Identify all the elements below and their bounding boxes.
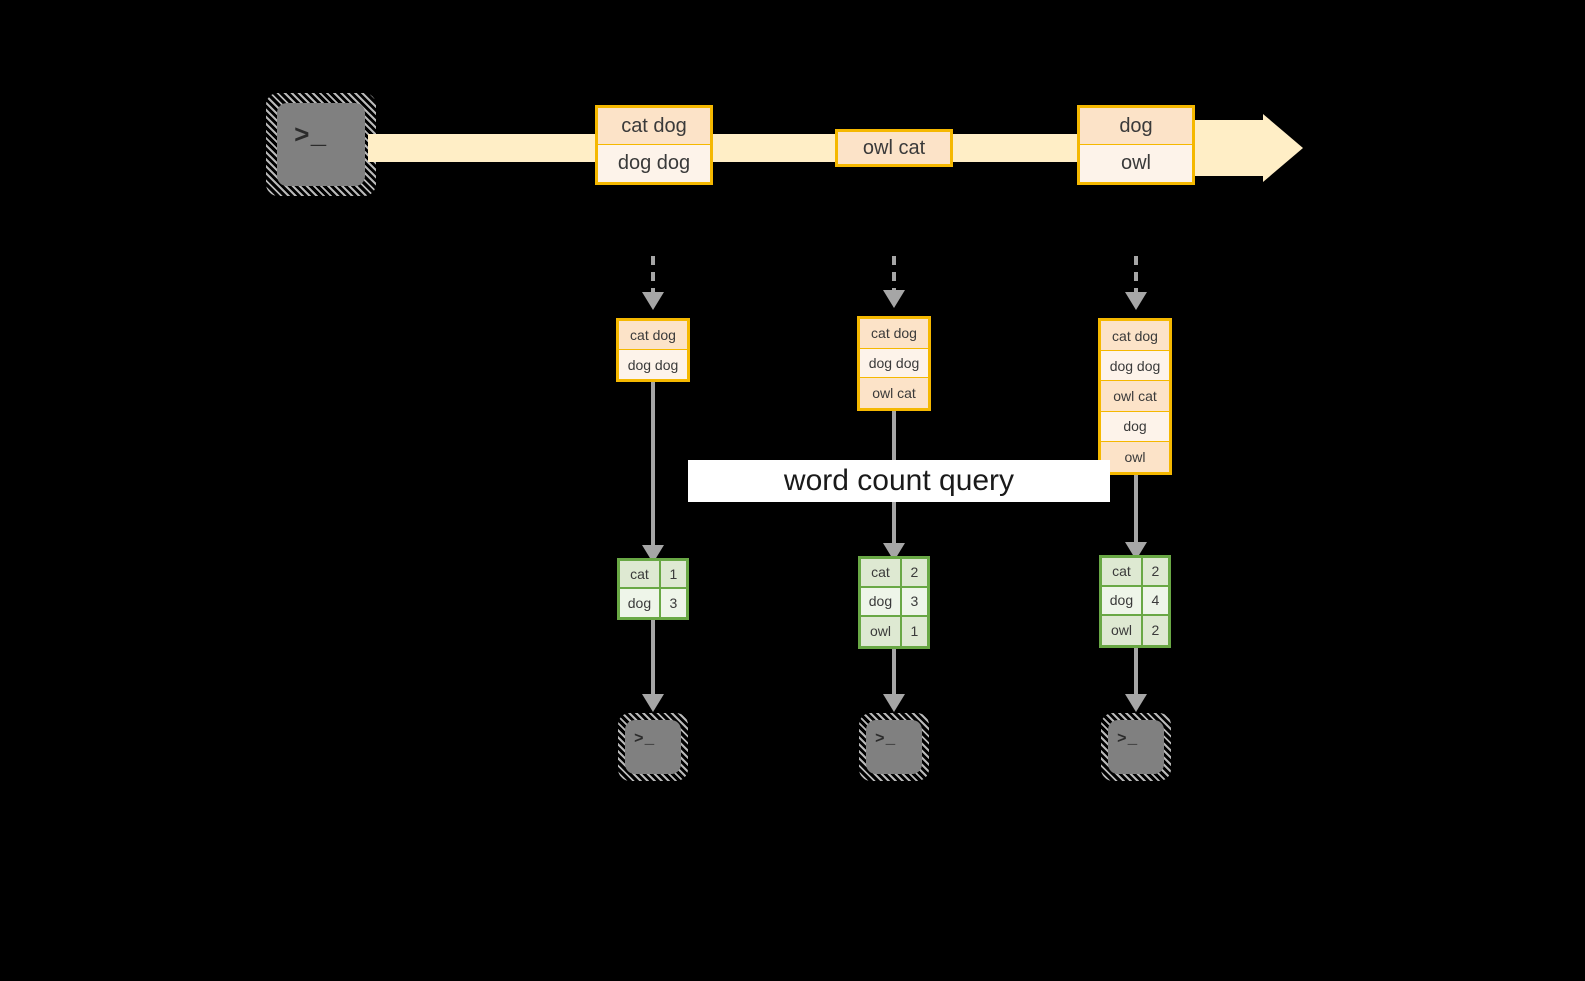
- sink-terminal-icon-2: >_: [859, 713, 929, 781]
- result-row: dog 3: [861, 587, 927, 617]
- result-table-3: cat 2 dog 4 owl 2: [1099, 555, 1171, 648]
- stream-record-row: owl: [1080, 145, 1192, 182]
- word-count-query-banner: word count query: [688, 460, 1110, 502]
- stream-arrow-head-icon: [1263, 114, 1303, 182]
- stream-record-group-3: dog owl: [1077, 105, 1195, 185]
- result-row: dog 4: [1102, 586, 1168, 616]
- query-flow-line-3: [1134, 475, 1138, 547]
- result-count-cell: 4: [1151, 592, 1160, 609]
- snapshot-input-row: dog: [1101, 411, 1169, 442]
- result-word-cell: owl: [1102, 615, 1143, 645]
- result-word-cell: dog: [1102, 586, 1143, 614]
- stream-record-group-2: owl cat: [835, 129, 953, 167]
- dashed-tap-arrow-head-3: [1125, 292, 1147, 310]
- stream-record-row: owl cat: [838, 132, 950, 164]
- result-word-cell: owl: [861, 616, 902, 646]
- snapshot-input-row: owl cat: [860, 378, 928, 408]
- snapshot-input-row: dog dog: [619, 350, 687, 379]
- result-word-cell: dog: [620, 589, 661, 617]
- result-count-cell: 1: [910, 623, 919, 640]
- terminal-body: [277, 103, 365, 186]
- sink-flow-arrow-head-2: [883, 694, 905, 712]
- query-flow-line-1: [651, 382, 655, 550]
- result-count-cell: 2: [1151, 563, 1160, 580]
- result-count-cell: 3: [910, 593, 919, 610]
- terminal-prompt-glyph: >_: [634, 730, 656, 748]
- dashed-tap-line-3: [1134, 256, 1138, 294]
- snapshot-input-box-2: cat dog dog dog owl cat: [857, 316, 931, 411]
- result-count-cell: 1: [669, 566, 678, 582]
- snapshot-input-row: dog dog: [860, 348, 928, 379]
- stream-record-row: dog: [1080, 108, 1192, 145]
- snapshot-input-row: dog dog: [1101, 351, 1169, 382]
- terminal-body: [866, 720, 922, 774]
- sink-flow-line-1: [651, 620, 655, 698]
- result-table-2: cat 2 dog 3 owl 1: [858, 556, 930, 649]
- result-row: cat 1: [620, 561, 686, 589]
- terminal-body: [1108, 720, 1164, 774]
- result-word-cell: dog: [861, 587, 902, 615]
- result-table-1: cat 1 dog 3: [617, 558, 689, 620]
- stream-record-row: cat dog: [598, 108, 710, 145]
- snapshot-input-box-1: cat dog dog dog: [616, 318, 690, 382]
- sink-flow-line-2: [892, 649, 896, 698]
- sink-flow-arrow-head-3: [1125, 694, 1147, 712]
- result-row: dog 3: [620, 589, 686, 617]
- sink-terminal-icon-3: >_: [1101, 713, 1171, 781]
- source-terminal-icon: >_: [266, 93, 376, 196]
- terminal-prompt-glyph: >_: [875, 730, 897, 748]
- snapshot-input-row: cat dog: [1101, 321, 1169, 352]
- result-word-cell: cat: [620, 561, 661, 587]
- terminal-prompt-glyph: >_: [1117, 730, 1139, 748]
- result-row: owl 1: [861, 616, 927, 646]
- result-row: owl 2: [1102, 615, 1168, 645]
- dashed-tap-arrow-head-2: [883, 290, 905, 308]
- stream-record-row: dog dog: [598, 145, 710, 182]
- snapshot-input-row: cat dog: [619, 321, 687, 350]
- result-count-cell: 3: [669, 595, 678, 611]
- snapshot-input-box-3: cat dog dog dog owl cat dog owl: [1098, 318, 1172, 475]
- dashed-tap-arrow-head-1: [642, 292, 664, 310]
- result-row: cat 2: [1102, 558, 1168, 587]
- snapshot-input-row: cat dog: [860, 319, 928, 349]
- snapshot-input-row: owl cat: [1101, 381, 1169, 412]
- dashed-tap-line-1: [651, 256, 655, 294]
- result-count-cell: 2: [910, 564, 919, 581]
- terminal-body: [625, 720, 681, 774]
- snapshot-input-row: owl: [1101, 441, 1169, 472]
- stream-record-group-1: cat dog dog dog: [595, 105, 713, 185]
- terminal-prompt-glyph: >_: [294, 121, 328, 151]
- sink-terminal-icon-1: >_: [618, 713, 688, 781]
- result-row: cat 2: [861, 559, 927, 588]
- sink-flow-line-3: [1134, 648, 1138, 698]
- dashed-tap-line-2: [892, 256, 896, 292]
- stream-band-arrow-shaft: [1194, 120, 1264, 176]
- sink-flow-arrow-head-1: [642, 694, 664, 712]
- result-word-cell: cat: [861, 559, 902, 586]
- result-count-cell: 2: [1151, 622, 1160, 639]
- result-word-cell: cat: [1102, 558, 1143, 585]
